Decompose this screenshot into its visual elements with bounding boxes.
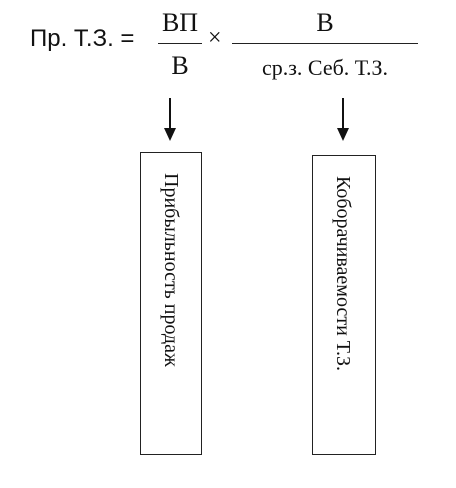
arrow-left (164, 98, 176, 141)
fraction1-denominator: В (171, 51, 189, 80)
fraction1-numerator: ВП (161, 8, 199, 37)
profitability-box: Прибыльность продаж (140, 152, 202, 455)
fraction2-numerator: В (316, 8, 334, 37)
turnover-label: Коборачиваемости Т.З. (332, 176, 354, 371)
turnover-box: Коборачиваемости Т.З. (312, 155, 376, 455)
fraction2-denominator: ср.з. Себ. Т.З. (261, 55, 389, 80)
fraction2-bar (232, 43, 418, 44)
profitability-label: Прибыльность продаж (160, 173, 182, 367)
arrow-right (337, 98, 349, 141)
fraction1-bar (158, 43, 202, 44)
multiply-operator: × (208, 25, 222, 51)
formula-lhs: Пр. Т.З. = (30, 25, 135, 52)
